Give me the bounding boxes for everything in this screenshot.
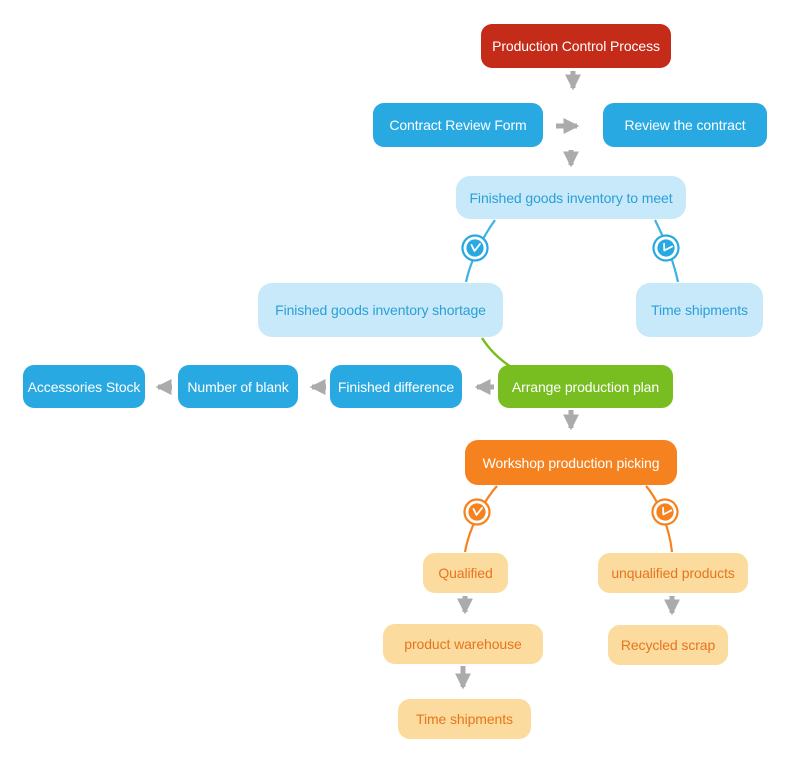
node-time-shipments-bottom: Time shipments <box>398 699 531 739</box>
gray-arrows <box>155 71 681 690</box>
node-finished-goods-inventory-to-meet: Finished goods inventory to meet <box>456 176 686 219</box>
clock-icon <box>463 498 491 526</box>
node-review-the-contract: Review the contract <box>603 103 767 147</box>
node-arrange-production-plan: Arrange production plan <box>498 365 673 408</box>
node-qualified: Qualified <box>423 553 508 593</box>
node-finished-goods-inventory-shortage: Finished goods inventory shortage <box>258 283 503 337</box>
line-shortage-to-plan <box>480 337 512 369</box>
node-number-of-blank: Number of blank <box>178 365 298 408</box>
node-product-warehouse: product warehouse <box>383 624 543 664</box>
node-recycled-scrap: Recycled scrap <box>608 625 728 665</box>
node-contract-review-form: Contract Review Form <box>373 103 543 147</box>
node-accessories-stock: Accessories Stock <box>23 365 145 408</box>
node-workshop-production-picking: Workshop production picking <box>465 440 677 485</box>
node-production-control-process: Production Control Process <box>481 24 671 68</box>
node-time-shipments-top: Time shipments <box>636 283 763 337</box>
clock-icon <box>651 498 679 526</box>
clock-icon <box>461 234 489 262</box>
node-finished-difference: Finished difference <box>330 365 462 408</box>
node-unqualified-products: unqualified products <box>598 553 748 593</box>
clock-icon <box>652 234 680 262</box>
blue-branch-lines <box>464 219 680 283</box>
orange-branch-lines <box>463 485 674 553</box>
